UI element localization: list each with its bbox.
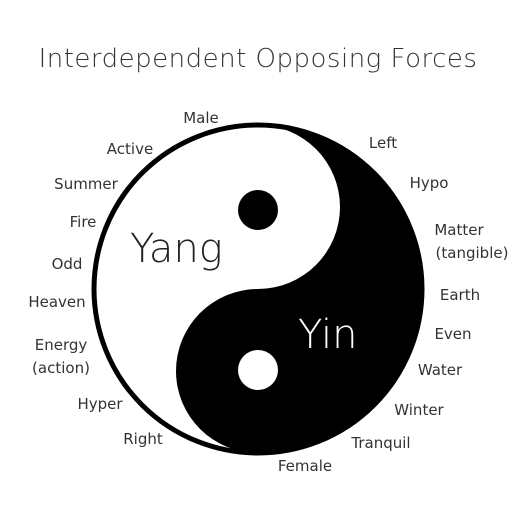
attr-hypo: Hypo: [410, 174, 449, 192]
attr-hyper: Hyper: [77, 395, 123, 413]
yin-attributes: Left Hypo Matter (tangible) Earth Even W…: [278, 134, 509, 475]
attr-female: Female: [278, 457, 332, 475]
attr-odd: Odd: [52, 255, 83, 273]
yang-dot: [238, 190, 278, 230]
attr-male: Male: [183, 109, 219, 127]
attr-energy-line2: (action): [32, 359, 90, 377]
attr-water: Water: [418, 361, 463, 379]
attr-right: Right: [123, 430, 163, 448]
yang-attributes: Male Active Summer Fire Odd Heaven Energ…: [28, 109, 218, 448]
attr-even: Even: [434, 325, 471, 343]
yin-yang-symbol: Yang Yin: [91, 122, 425, 456]
diagram-title: Interdependent Opposing Forces: [39, 44, 478, 74]
yin-dot: [238, 350, 278, 390]
attr-matter: Matter (tangible): [434, 221, 508, 262]
attr-earth: Earth: [440, 286, 480, 304]
yin-label: Yin: [298, 312, 357, 358]
attr-tranquil: Tranquil: [350, 434, 410, 452]
attr-fire: Fire: [70, 213, 97, 231]
attr-energy: Energy (action): [32, 336, 90, 377]
attr-heaven: Heaven: [28, 293, 85, 311]
yin-region: [176, 125, 422, 453]
attr-active: Active: [107, 140, 153, 158]
attr-winter: Winter: [394, 401, 444, 419]
attr-energy-line1: Energy: [35, 336, 88, 354]
attr-summer: Summer: [54, 175, 118, 193]
attr-matter-line2: (tangible): [436, 244, 509, 262]
attr-left: Left: [369, 134, 397, 152]
yang-label: Yang: [130, 226, 223, 272]
attr-matter-line1: Matter: [434, 221, 484, 239]
